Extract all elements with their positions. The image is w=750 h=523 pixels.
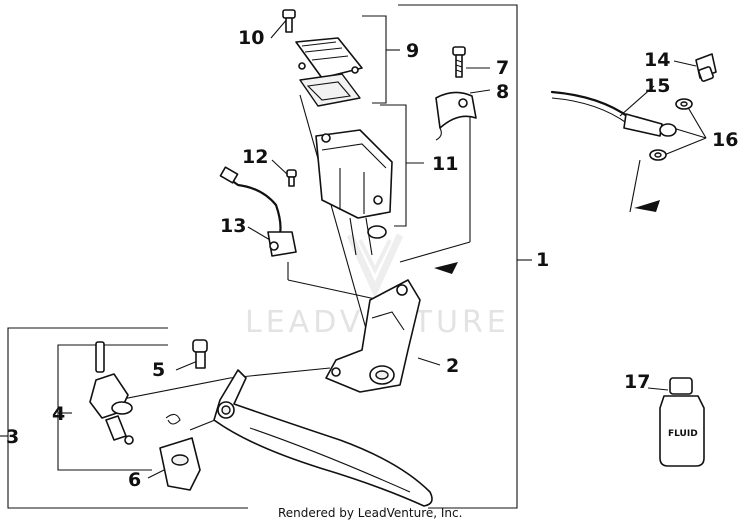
callout-3: 3 (6, 426, 19, 448)
part-14-banjo-bolt (695, 53, 717, 82)
part-2-lever-bracket (325, 279, 421, 393)
part-17-fluid-bottle: FLUID (659, 377, 705, 467)
part-10-screw (282, 9, 296, 33)
part-15-brake-hose (550, 90, 677, 137)
callout-13: 13 (220, 215, 246, 237)
callout-4: 4 (52, 403, 65, 425)
watermark-logo (346, 233, 404, 299)
part-12-screw (286, 169, 297, 187)
callout-11: 11 (432, 153, 458, 175)
callout-12: 12 (242, 146, 268, 168)
part-8-clamp (435, 91, 477, 141)
part-4-adjuster-assembly (89, 341, 181, 445)
callout-labels: 10 9 7 8 11 12 13 1 2 5 4 3 6 14 15 16 1… (6, 27, 738, 491)
callout-2: 2 (446, 355, 459, 377)
part-11-master-cylinder-body (315, 129, 393, 256)
callout-1: 1 (536, 249, 549, 271)
direction-arrows (434, 200, 660, 274)
arrow-icon (634, 200, 660, 212)
callout-16: 16 (712, 129, 738, 151)
render-credit: Rendered by LeadVenture, Inc. (278, 506, 462, 520)
callout-6: 6 (128, 469, 141, 491)
callout-15: 15 (644, 75, 670, 97)
callout-5: 5 (152, 359, 165, 381)
callout-17: 17 (624, 371, 650, 393)
bracket-lines (0, 4, 532, 509)
part-5-pivot-bolt (192, 339, 208, 369)
callout-8: 8 (496, 81, 509, 103)
part-6-adjuster-block (159, 437, 201, 491)
part-16-washers (649, 98, 693, 161)
callout-10: 10 (238, 27, 264, 49)
part-7-bolt (452, 46, 466, 78)
callout-14: 14 (644, 49, 670, 71)
fluid-bottle-label: FLUID (668, 429, 698, 439)
part-9-reservoir-cap (295, 37, 363, 107)
part-13-brake-switch (219, 166, 297, 257)
callout-9: 9 (406, 40, 419, 62)
callout-7: 7 (496, 57, 509, 79)
arrow-icon (434, 262, 458, 274)
brake-lever (213, 369, 433, 507)
leader-lines (117, 17, 707, 479)
